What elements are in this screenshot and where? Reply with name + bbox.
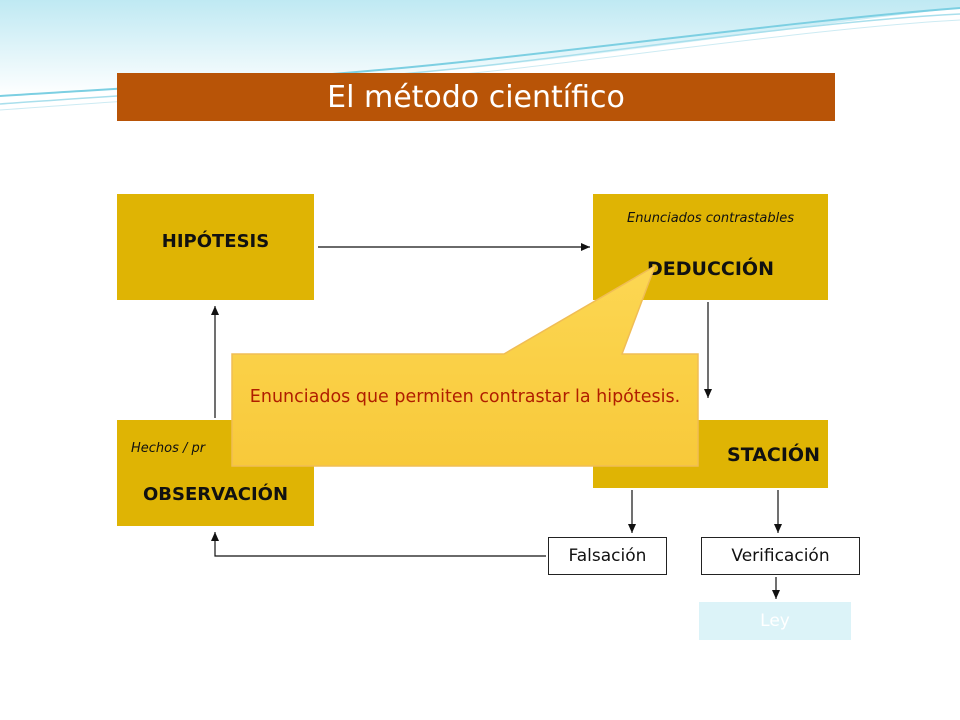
- hipotesis-box: HIPÓTESIS: [117, 194, 314, 300]
- falsacion-label: Falsación: [568, 546, 647, 566]
- ley-box: Ley: [699, 602, 851, 640]
- callout-text: Enunciados que permiten contrastar la hi…: [249, 387, 681, 407]
- falsacion-box: Falsación: [548, 537, 667, 575]
- ley-label: Ley: [760, 611, 790, 631]
- page-title: El método científico: [117, 73, 835, 121]
- verificacion-box: Verificación: [701, 537, 860, 575]
- contrastacion-label: STACIÓN: [727, 444, 820, 466]
- observacion-label: OBSERVACIÓN: [142, 484, 289, 505]
- deduccion-sublabel: Enunciados contrastables: [627, 211, 794, 226]
- observacion-sublabel: Hechos / pr: [131, 441, 206, 456]
- deduccion-label: DEDUCCIÓN: [647, 258, 774, 280]
- hipotesis-label: HIPÓTESIS: [161, 231, 270, 252]
- verificacion-label: Verificación: [731, 546, 830, 566]
